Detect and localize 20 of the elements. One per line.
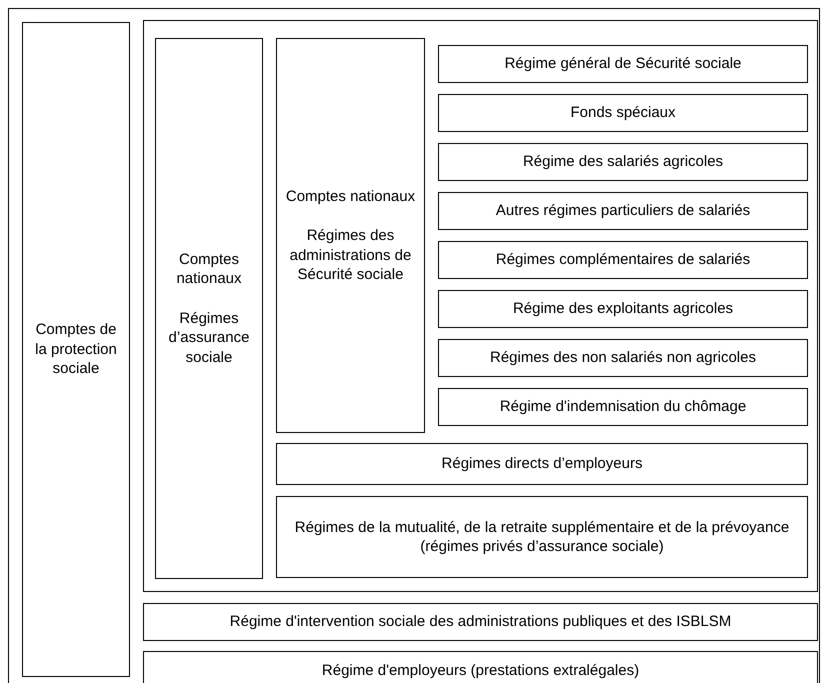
label-box: Autres régimes particuliers de salariés [438, 192, 808, 230]
box-text: Régimes des administrations de Sécurité sociale [288, 226, 412, 284]
frame-box [143, 20, 818, 592]
label-box: Fonds spéciaux [438, 94, 808, 132]
label-box: Régime d'employeurs (prestations extralégales) [143, 651, 818, 683]
label-box [276, 38, 425, 433]
label-box: Comptes de la protection sociale [22, 22, 130, 677]
box-heading: Comptes nationaux [175, 250, 243, 289]
label-box: Régimes complémentaires de salariés [438, 241, 808, 279]
label-box: Régime des salariés agricoles [438, 143, 808, 181]
label-box: Régime d'indemnisation du chômage [438, 388, 808, 426]
label-box: Régimes des non salariés non agricoles [438, 339, 808, 377]
box-heading: Comptes nationaux [286, 186, 416, 206]
label-box: Régime d'intervention sociale des administrations publiques et des ISBLSM [143, 603, 818, 641]
label-box: Régime des exploitants agricoles [438, 290, 808, 328]
label-box [155, 38, 263, 579]
label-box: Régimes de la mutualité, de la retraite supplémentaire et de la prévoyance (régimes privés d’assurance sociale) [276, 496, 808, 578]
label-box: Régimes directs d’employeurs [276, 443, 808, 485]
box-text: Régimes d’assurance sociale [168, 308, 250, 368]
label-box: Régime général de Sécurité sociale [438, 45, 808, 83]
